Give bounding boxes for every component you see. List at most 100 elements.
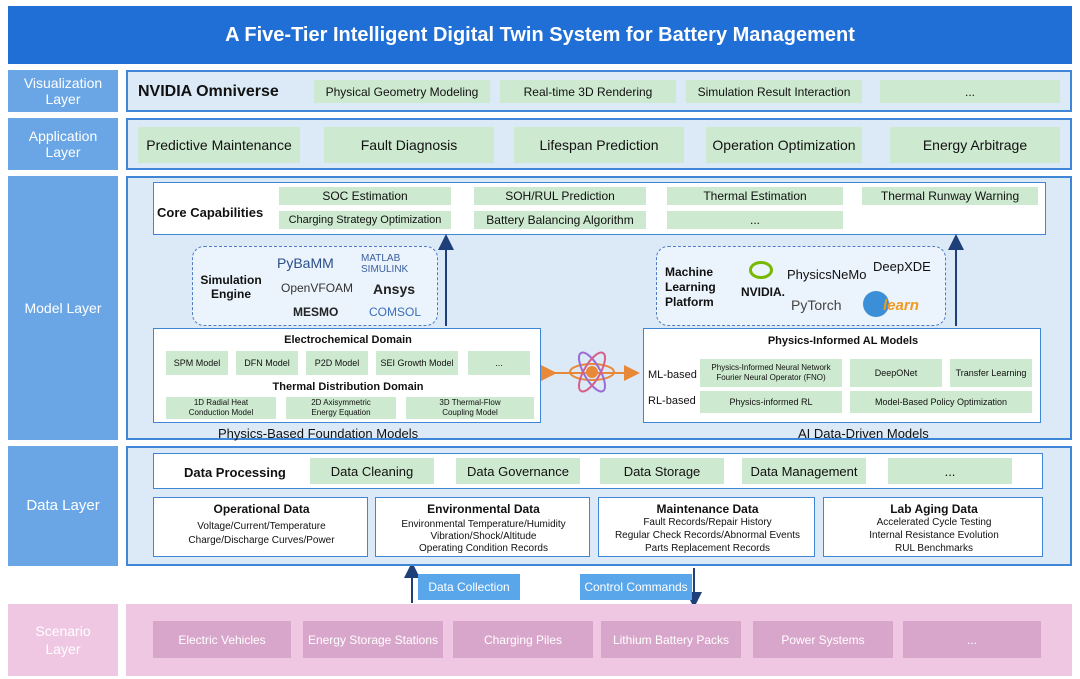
data-card-title: Lab Aging Data	[890, 502, 978, 516]
model-sei-growth: SEI Growth Model	[376, 351, 458, 375]
data-card-line: Operating Condition Records	[419, 543, 548, 554]
core-battery-balancing: Battery Balancing Algorithm	[474, 211, 646, 229]
core-thermal-warning: Thermal Runway Warning	[862, 187, 1038, 205]
core-charging-strategy: Charging Strategy Optimization	[279, 211, 451, 229]
layer-label-model: Model Layer	[8, 176, 118, 440]
data-card-line: Regular Check Records/Abnormal Events	[614, 530, 801, 541]
data-management: Data Management	[742, 458, 866, 484]
data-card-operational: Operational Data Voltage/Current/Tempera…	[153, 497, 368, 557]
core-more: ...	[667, 211, 843, 229]
logo-pytorch: PyTorch	[791, 297, 842, 313]
simulation-engine-box: Simulation Engine PyBaMM MATLAB SIMULINK…	[192, 246, 438, 326]
data-card-maintenance: Maintenance Data Fault Records/Repair Hi…	[598, 497, 815, 557]
data-card-line: Parts Replacement Records	[644, 543, 771, 554]
data-card-line: Charge/Discharge Curves/Power	[188, 535, 335, 546]
data-card-line: Environmental Temperature/Humidity	[401, 519, 566, 530]
logo-openfoam: OpenVFOAM	[281, 281, 354, 295]
model-electro-more: ...	[468, 351, 530, 375]
data-card-title: Operational Data	[213, 502, 310, 516]
logo-learn: learn	[883, 297, 919, 314]
model-dfn: DFN Model	[236, 351, 298, 375]
layer-label-application: Application Layer	[8, 118, 118, 170]
model-spm: SPM Model	[166, 351, 228, 375]
scenario-charging-piles: Charging Piles	[453, 621, 593, 658]
control-commands-label: Control Commands	[580, 574, 692, 600]
ai-pinn-fno: Physics-Informed Neural Network Fourier …	[700, 359, 842, 387]
ml-platform-box: Machine Learning Platform NVIDIA. Physic…	[656, 246, 946, 326]
physics-models-box: Electrochemical Domain SPM Model DFN Mod…	[153, 328, 541, 423]
omniverse-label: NVIDIA Omniverse	[138, 83, 279, 100]
scenario-battery-packs: Lithium Battery Packs	[601, 621, 741, 658]
data-card-lab-aging: Lab Aging Data Accelerated Cycle Testing…	[823, 497, 1043, 557]
model-2d-axisymmetric: 2D Axisymmetric Energy Equation	[286, 397, 396, 419]
data-card-line: Voltage/Current/Temperature	[197, 521, 326, 532]
logo-physicsnemo: PhysicsNeMo	[787, 267, 867, 282]
data-card-environmental: Environmental Data Environmental Tempera…	[375, 497, 590, 557]
electrochemical-domain-title: Electrochemical Domain	[284, 334, 412, 346]
ml-based-label: ML-based	[648, 369, 697, 381]
layer-label-scenario: Scenario Layer	[8, 604, 118, 676]
ai-transfer-learning: Transfer Learning	[950, 359, 1032, 387]
data-processing-box: Data Processing Data Cleaning Data Gover…	[153, 453, 1043, 489]
viz-item-more: ...	[880, 80, 1060, 103]
viz-item-geometry: Physical Geometry Modeling	[314, 80, 490, 103]
layer-label-data: Data Layer	[8, 446, 118, 566]
data-card-line: RUL Benchmarks	[895, 543, 973, 554]
thermal-domain-title: Thermal Distribution Domain	[272, 381, 424, 393]
app-item-predictive-maintenance: Predictive Maintenance	[138, 127, 300, 163]
data-card-line: Vibration/Shock/Altitude	[430, 531, 537, 542]
viz-item-interaction: Simulation Result Interaction	[686, 80, 862, 103]
sklearn-icon	[863, 291, 889, 317]
data-storage: Data Storage	[600, 458, 724, 484]
app-item-energy-arbitrage: Energy Arbitrage	[890, 127, 1060, 163]
core-thermal-estimation: Thermal Estimation	[667, 187, 843, 205]
data-card-line: Internal Resistance Evolution	[869, 530, 999, 541]
application-layer: Predictive Maintenance Fault Diagnosis L…	[126, 118, 1072, 170]
visualization-layer: NVIDIA Omniverse Physical Geometry Model…	[126, 70, 1072, 112]
scenario-power-systems: Power Systems	[753, 621, 893, 658]
page-title: A Five-Tier Intelligent Digital Twin Sys…	[8, 6, 1072, 64]
physics-caption: Physics-Based Foundation Models	[218, 426, 419, 441]
layer-label-visualization: Visualization Layer	[8, 70, 118, 112]
data-card-line: Fault Records/Repair History	[643, 517, 772, 528]
data-processing-label: Data Processing	[184, 465, 286, 480]
data-cleaning: Data Cleaning	[310, 458, 434, 484]
core-capabilities-box: Core Capabilities SOC Estimation SOH/RUL…	[153, 182, 1046, 235]
scenario-electric-vehicles: Electric Vehicles	[153, 621, 291, 658]
ai-models-title: Physics-Informed AL Models	[767, 335, 919, 347]
ai-physics-informed-rl: Physics-informed RL	[700, 391, 842, 413]
ai-models-box: Physics-Informed AL Models ML-based RL-b…	[643, 328, 1041, 423]
rl-based-label: RL-based	[648, 395, 696, 407]
data-card-title: Environmental Data	[427, 502, 540, 516]
data-card-title: Maintenance Data	[656, 502, 759, 516]
ai-deeponet: DeepONet	[850, 359, 942, 387]
atom-icon	[569, 351, 615, 393]
core-soc-estimation: SOC Estimation	[279, 187, 451, 205]
model-p2d: P2D Model	[306, 351, 368, 375]
data-governance: Data Governance	[456, 458, 580, 484]
app-item-lifespan-prediction: Lifespan Prediction	[514, 127, 684, 163]
logo-comsol: COMSOL	[369, 305, 422, 319]
app-item-fault-diagnosis: Fault Diagnosis	[324, 127, 494, 163]
core-capabilities-label: Core Capabilities	[157, 205, 264, 220]
logo-mesmo: MESMO	[293, 305, 339, 319]
scenario-more: ...	[903, 621, 1041, 658]
simulation-engine-label: Simulation Engine	[200, 273, 262, 301]
ai-model-based-policy: Model-Based Policy Optimization	[850, 391, 1032, 413]
core-soh-rul: SOH/RUL Prediction	[474, 187, 646, 205]
logo-ansys: Ansys	[373, 281, 416, 297]
logo-pybamm: PyBaMM	[277, 255, 334, 271]
ml-platform-label: Machine Learning Platform	[665, 265, 716, 309]
nvidia-icon	[749, 261, 773, 279]
scenario-energy-storage: Energy Storage Stations	[303, 621, 443, 658]
model-3d-thermal-flow: 3D Thermal-Flow Coupling Model	[406, 397, 534, 419]
ai-caption: AI Data-Driven Models	[798, 426, 929, 441]
viz-item-rendering: Real-time 3D Rendering	[500, 80, 676, 103]
data-card-line: Accelerated Cycle Testing	[876, 517, 992, 528]
logo-nvidia: NVIDIA.	[741, 285, 786, 299]
data-processing-more: ...	[888, 458, 1012, 484]
app-item-operation-optimization: Operation Optimization	[706, 127, 862, 163]
data-collection-label: Data Collection	[418, 574, 520, 600]
model-1d-radial: 1D Radial Heat Conduction Model	[166, 397, 276, 419]
